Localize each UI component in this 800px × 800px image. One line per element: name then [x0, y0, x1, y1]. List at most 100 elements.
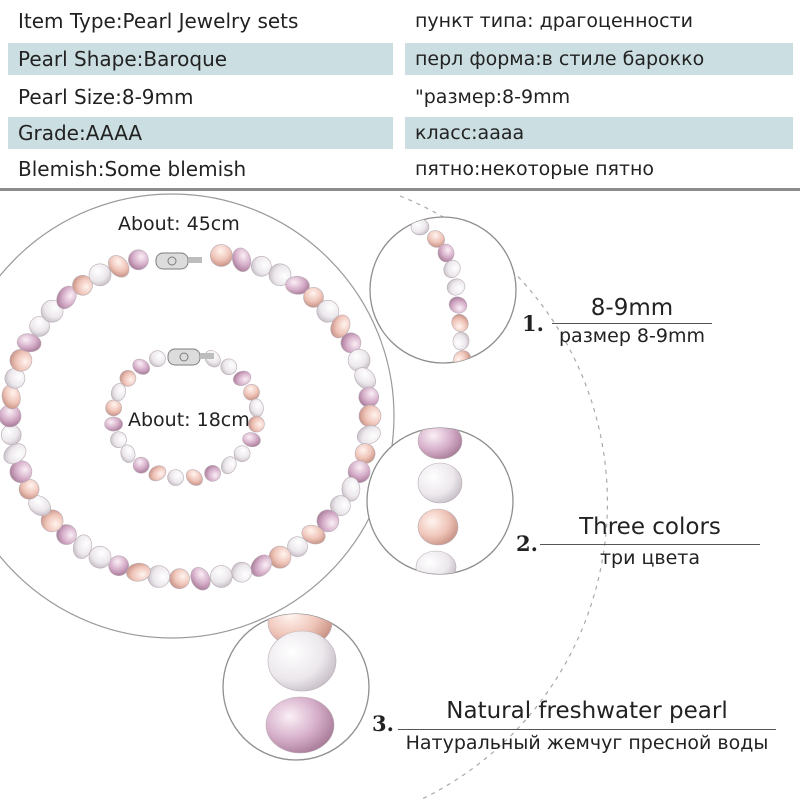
pearl	[417, 428, 463, 460]
pearl	[267, 630, 337, 692]
pearl	[149, 350, 166, 367]
spec-label-ru: пункт типа: драгоценности	[415, 10, 693, 32]
detail-circle-size	[369, 216, 517, 364]
pearl	[316, 509, 340, 533]
pearl	[88, 545, 112, 569]
bracelet-clasp	[167, 348, 214, 366]
pearl	[56, 285, 77, 310]
pearl	[0, 404, 22, 428]
pearl	[0, 424, 22, 446]
feature-number-2: 2.	[516, 531, 538, 556]
feature-subtitle-colors: три цвета	[599, 547, 701, 569]
pearl	[220, 358, 238, 376]
pearl	[452, 331, 470, 351]
pearl	[233, 445, 251, 463]
pearl	[231, 561, 252, 583]
pearl	[330, 314, 351, 339]
spec-row-pearl-size: Pearl Size:8-9mm "размер:8-9mm	[0, 78, 800, 116]
product-illustration: About: 45cm About: 18cm 1. 8-9mm размер …	[0, 191, 800, 800]
necklace-length-label: About: 45cm	[118, 213, 240, 235]
pearl	[446, 278, 466, 296]
feature-subtitle-natural: Натуральный жемчуг пресной воды	[405, 732, 769, 754]
spec-table: Item Type:Pearl Jewelry sets пункт типа:…	[0, 0, 800, 190]
spec-label-ru: пятно:некоторые пятно	[415, 158, 655, 180]
feature-subtitle-size: размер 8-9mm	[559, 325, 705, 347]
spec-row-item-type: Item Type:Pearl Jewelry sets пункт типа:…	[0, 2, 800, 40]
spec-row-pearl-shape: Pearl Shape:Baroque перл форма:в стиле б…	[0, 40, 800, 78]
spec-row-blemish: Blemish:Some blemish пятно:некоторые пят…	[0, 150, 800, 188]
pearl	[169, 568, 190, 590]
bracelet	[104, 350, 265, 486]
pearl	[248, 415, 265, 433]
pearl	[448, 296, 468, 314]
spec-label-en: Pearl Size:8-9mm	[18, 85, 194, 109]
pearl	[126, 562, 151, 582]
spec-label-ru: перл форма:в стиле барокко	[405, 43, 793, 75]
pearl	[3, 443, 27, 464]
pearl	[132, 358, 150, 375]
spec-label-en: Blemish:Some blemish	[18, 157, 247, 181]
pearl	[148, 465, 167, 482]
pearl	[9, 349, 33, 372]
pearl	[453, 350, 471, 363]
pearl	[119, 370, 137, 387]
pearl	[221, 456, 237, 475]
pearl	[250, 554, 272, 577]
pearl	[210, 565, 233, 588]
pearl	[354, 367, 376, 390]
pearl	[265, 696, 335, 754]
pearl	[417, 508, 459, 546]
pearl	[204, 464, 221, 482]
pearl	[301, 524, 326, 545]
pearl	[443, 259, 461, 279]
necklace	[0, 244, 382, 591]
pearl	[104, 416, 123, 432]
pearl	[233, 370, 252, 386]
feature-rule-3	[398, 729, 776, 730]
pearl	[9, 460, 33, 484]
pearl	[451, 313, 469, 333]
pearl	[285, 275, 310, 295]
pearl-drawing	[0, 193, 609, 800]
detail-size-pearls	[410, 218, 471, 363]
pearl	[415, 550, 457, 574]
pearl	[111, 383, 126, 402]
pearl	[88, 263, 112, 287]
bracelet-length-label: About: 18cm	[128, 409, 250, 431]
pearl	[417, 462, 463, 504]
pearl	[190, 566, 211, 591]
feature-title-size: 8-9mm	[590, 295, 674, 321]
detail-natural-pearls	[265, 614, 337, 800]
pearl	[110, 431, 127, 448]
pearl	[72, 534, 93, 559]
spec-label-ru: класс:аааа	[405, 117, 793, 149]
pearl	[108, 255, 130, 278]
feature-number-3: 3.	[372, 711, 394, 736]
spec-label-ru: "размер:8-9mm	[415, 86, 571, 108]
spec-label-en: Pearl Shape:Baroque	[8, 43, 393, 75]
pearl	[270, 761, 330, 800]
necklace-clasp	[155, 252, 202, 270]
feature-number-1: 1.	[522, 311, 544, 336]
pearl	[167, 469, 184, 486]
pearl	[232, 247, 252, 272]
pearl	[185, 469, 203, 486]
pearl	[358, 404, 382, 428]
pearl	[249, 398, 264, 418]
feature-title-colors: Three colors	[579, 514, 721, 540]
pearl	[120, 444, 136, 463]
pearl	[147, 565, 170, 588]
spec-row-grade: Grade:AAAA класс:аааа	[0, 114, 800, 152]
feature-title-natural: Natural freshwater pearl	[446, 698, 728, 724]
pearl	[210, 244, 233, 267]
pearl	[16, 333, 42, 353]
pearl	[341, 476, 361, 502]
pearl	[40, 299, 64, 323]
pearl	[40, 509, 64, 533]
pearl	[105, 399, 122, 417]
pearl	[132, 456, 150, 474]
spec-label-en: Grade:AAAA	[8, 117, 393, 149]
pearl	[242, 432, 261, 448]
pearl	[128, 249, 149, 271]
